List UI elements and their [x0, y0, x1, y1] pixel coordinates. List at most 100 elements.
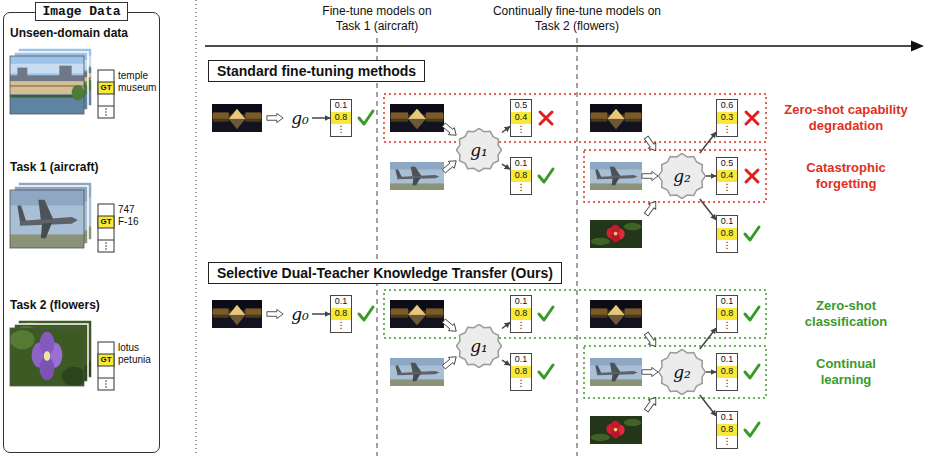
- outcome-label: Zero-shot capability degradation: [771, 102, 921, 134]
- connector: [502, 126, 510, 132]
- class-name: temple: [118, 70, 148, 82]
- probability-value: 0.8: [511, 170, 531, 182]
- stage-label: Fine-tune models on Task 1 (aircraft): [315, 4, 440, 34]
- class-name: lotus: [118, 342, 139, 354]
- probability-value: 0.1: [331, 100, 351, 112]
- probability-value: ⋮: [511, 320, 531, 332]
- probability-value: 0.3: [717, 112, 737, 124]
- probability-value: ⋮: [511, 182, 531, 194]
- probability-value: 0.5: [511, 100, 531, 112]
- stage-divider: [377, 38, 378, 456]
- method-title-box: Selective Dual-Teacher Knowledge Transfe…: [208, 262, 562, 284]
- probability-value: ⋮: [331, 124, 351, 136]
- probability-value: 0.8: [717, 228, 737, 240]
- connector: [312, 117, 330, 119]
- model-outline: [456, 324, 501, 367]
- connector: [700, 395, 716, 416]
- time-axis: [205, 45, 914, 47]
- probability-value: 0.8: [331, 308, 351, 320]
- probability-value: 0.1: [331, 296, 351, 308]
- model-outline: [658, 153, 705, 198]
- model-outline: [456, 128, 501, 171]
- probability-value: ⋮: [511, 378, 531, 390]
- connector: [502, 322, 510, 328]
- dotted-region: [384, 94, 766, 142]
- model-badge: g₂: [658, 153, 706, 199]
- label-card: [98, 342, 114, 390]
- probability-vector: 0.10.8⋮: [716, 411, 738, 449]
- outcome-label: Zero-shot classification: [781, 298, 911, 330]
- stage-label: Fine-tune models on Task 1 (aircraft): [315, 4, 440, 34]
- probability-value: 0.1: [511, 296, 531, 308]
- gt-tag: GT: [98, 216, 114, 228]
- flower-image-stack: [10, 320, 94, 386]
- aircraft-image-stack: [10, 182, 92, 248]
- gt-tag: GT: [98, 216, 114, 228]
- model-badge: g₂: [658, 349, 706, 395]
- stage-label: Continually fine-tune models on Task 2 (…: [485, 4, 670, 34]
- connector: [706, 175, 716, 177]
- probability-value: 0.4: [511, 112, 531, 124]
- probability-value: 0.8: [717, 366, 737, 378]
- unseen-image-stack: [10, 48, 92, 114]
- model-badge: g₁: [456, 324, 502, 368]
- probability-value: 0.8: [331, 112, 351, 124]
- class-name: petunia: [118, 354, 151, 366]
- probability-value: 0.5: [717, 158, 737, 170]
- connector: [706, 371, 716, 373]
- outcome-label: Zero-shot capability degradation: [771, 102, 921, 134]
- probability-value: 0.6: [717, 100, 737, 112]
- probability-value: 0.8: [511, 366, 531, 378]
- probability-vector: 0.10.8⋮: [510, 157, 532, 195]
- probability-value: ⋮: [717, 436, 737, 448]
- model-symbol: g₀: [288, 302, 312, 326]
- model-symbol: g₀: [288, 106, 312, 130]
- outcome-label: Catastrophic forgetting: [791, 160, 901, 192]
- probability-vector: 0.50.4⋮: [510, 99, 532, 137]
- cross-marks: [540, 112, 758, 182]
- method-title: Standard fine-tuning methods: [217, 63, 416, 79]
- class-name: lotus: [118, 342, 139, 354]
- probability-vector: 0.10.8⋮: [716, 353, 738, 391]
- class-name: petunia: [118, 354, 151, 366]
- connector: [700, 132, 716, 153]
- class-name: temple: [118, 70, 148, 82]
- connector: [312, 313, 330, 315]
- model-name: g₁: [470, 140, 488, 160]
- section-title: Task 2 (flowers): [10, 298, 100, 312]
- model-badge: g₁: [456, 128, 502, 172]
- sample-images: [212, 104, 642, 444]
- probability-value: ⋮: [331, 320, 351, 332]
- probability-value: 0.8: [511, 308, 531, 320]
- probability-value: 0.1: [511, 354, 531, 366]
- probability-value: ⋮: [717, 378, 737, 390]
- time-axis-head: [911, 41, 924, 52]
- probability-vector: 0.10.8⋮: [330, 99, 352, 137]
- probability-value: ⋮: [717, 124, 737, 136]
- panel-heading: Image Data: [35, 2, 127, 21]
- probability-vector: 0.10.8⋮: [716, 215, 738, 253]
- label-card: [98, 70, 114, 118]
- gt-tag: GT: [98, 82, 114, 94]
- section-title: Task 1 (aircraft): [10, 160, 98, 174]
- section-title: Task 1 (aircraft): [10, 160, 98, 174]
- class-name: F-16: [118, 216, 139, 228]
- model-outline: [658, 349, 705, 394]
- section-title: Unseen-domain data: [10, 26, 128, 40]
- model-name: g₁: [470, 336, 488, 356]
- probability-value: ⋮: [511, 124, 531, 136]
- probability-value: ⋮: [717, 240, 737, 252]
- probability-vector: 0.10.8⋮: [510, 295, 532, 333]
- outcome-label: Catastrophic forgetting: [791, 160, 901, 192]
- gt-tag: GT: [98, 82, 114, 94]
- class-name: museum: [118, 82, 156, 94]
- class-name: museum: [118, 82, 156, 94]
- probability-value: ⋮: [717, 320, 737, 332]
- probability-value: 0.1: [717, 296, 737, 308]
- gt-tag: GT: [98, 354, 114, 366]
- probability-value: 0.1: [717, 216, 737, 228]
- dotted-region: [584, 150, 766, 202]
